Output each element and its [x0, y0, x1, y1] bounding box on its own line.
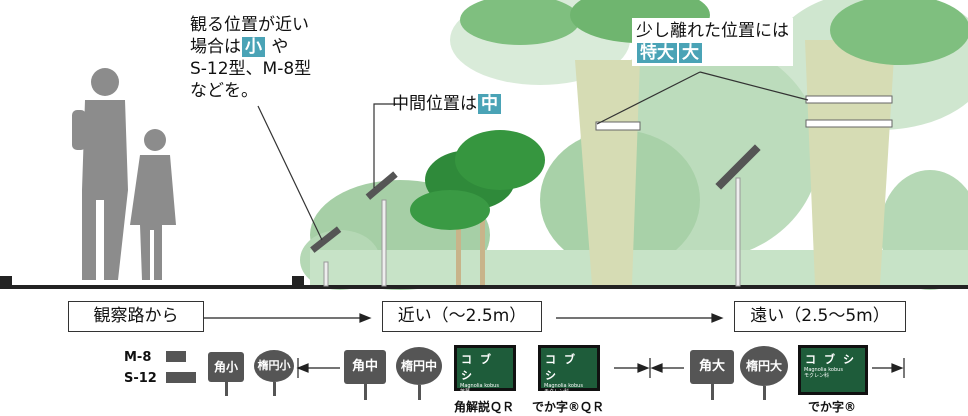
- sign-kaku-mid: 角中: [344, 350, 386, 384]
- swatch-s12: [166, 372, 196, 383]
- sign-oval-mid: 楕円中: [396, 347, 442, 385]
- callout-near-line1: 観る位置が近い: [190, 15, 309, 35]
- distance-arrows: [204, 313, 724, 323]
- label-far-distance: 遠い（2.5～5m）: [734, 301, 906, 332]
- stand-far: [715, 144, 761, 287]
- sign-oval-small: 楕円小: [254, 350, 294, 382]
- highlight-extra-large: 特大: [637, 43, 677, 63]
- caption-qr-explain: 角解説ＱＲ: [454, 400, 515, 414]
- callout-far-line1: 少し離れた位置には: [636, 21, 789, 41]
- callout-mid: 中間位置は中: [392, 93, 502, 115]
- stand-mid: [365, 171, 398, 287]
- sign-kaku-big: 角大: [690, 350, 734, 384]
- ground-line: [0, 285, 968, 289]
- sign-oval-big: 楕円大: [740, 346, 788, 386]
- size-arrows: [296, 358, 905, 378]
- post: [763, 386, 766, 400]
- size-label-s12: S-12: [124, 371, 157, 386]
- post: [273, 382, 276, 396]
- sign-kaku-small: 角小: [208, 352, 244, 382]
- highlight-small: 小: [242, 37, 265, 57]
- post: [364, 384, 367, 400]
- callout-near-line4: などを。: [190, 81, 258, 101]
- highlight-large: 大: [679, 43, 702, 63]
- path-edge-right: [292, 276, 304, 285]
- foreground-tree: [410, 130, 545, 285]
- leader-lines: [257, 71, 809, 241]
- swatch-m8: [166, 351, 186, 362]
- callout-near: 観る位置が近い 場合は小 や S-12型、M-8型 などを。: [190, 14, 311, 102]
- caption-dekaji: でか字®: [808, 400, 857, 414]
- post: [418, 385, 421, 400]
- callout-far: 少し離れた位置には 特大大: [632, 18, 793, 66]
- people-silhouette: [72, 68, 176, 280]
- post: [711, 384, 714, 400]
- post: [225, 382, 228, 396]
- stand-near: [310, 226, 342, 287]
- highlight-mid: 中: [478, 94, 501, 114]
- label-near-distance: 近い（～2.5m）: [382, 301, 542, 332]
- caption-dekaji-qr: でか字®ＱＲ: [532, 400, 605, 414]
- label-from-path: 観察路から: [68, 301, 204, 332]
- callout-near-line2: 場合は小 や: [190, 37, 289, 57]
- callout-near-line3: S-12型、M-8型: [190, 59, 312, 79]
- size-label-m8: M-8: [124, 350, 152, 365]
- tree-trunks: [575, 40, 895, 285]
- path-edge-left: [0, 276, 12, 285]
